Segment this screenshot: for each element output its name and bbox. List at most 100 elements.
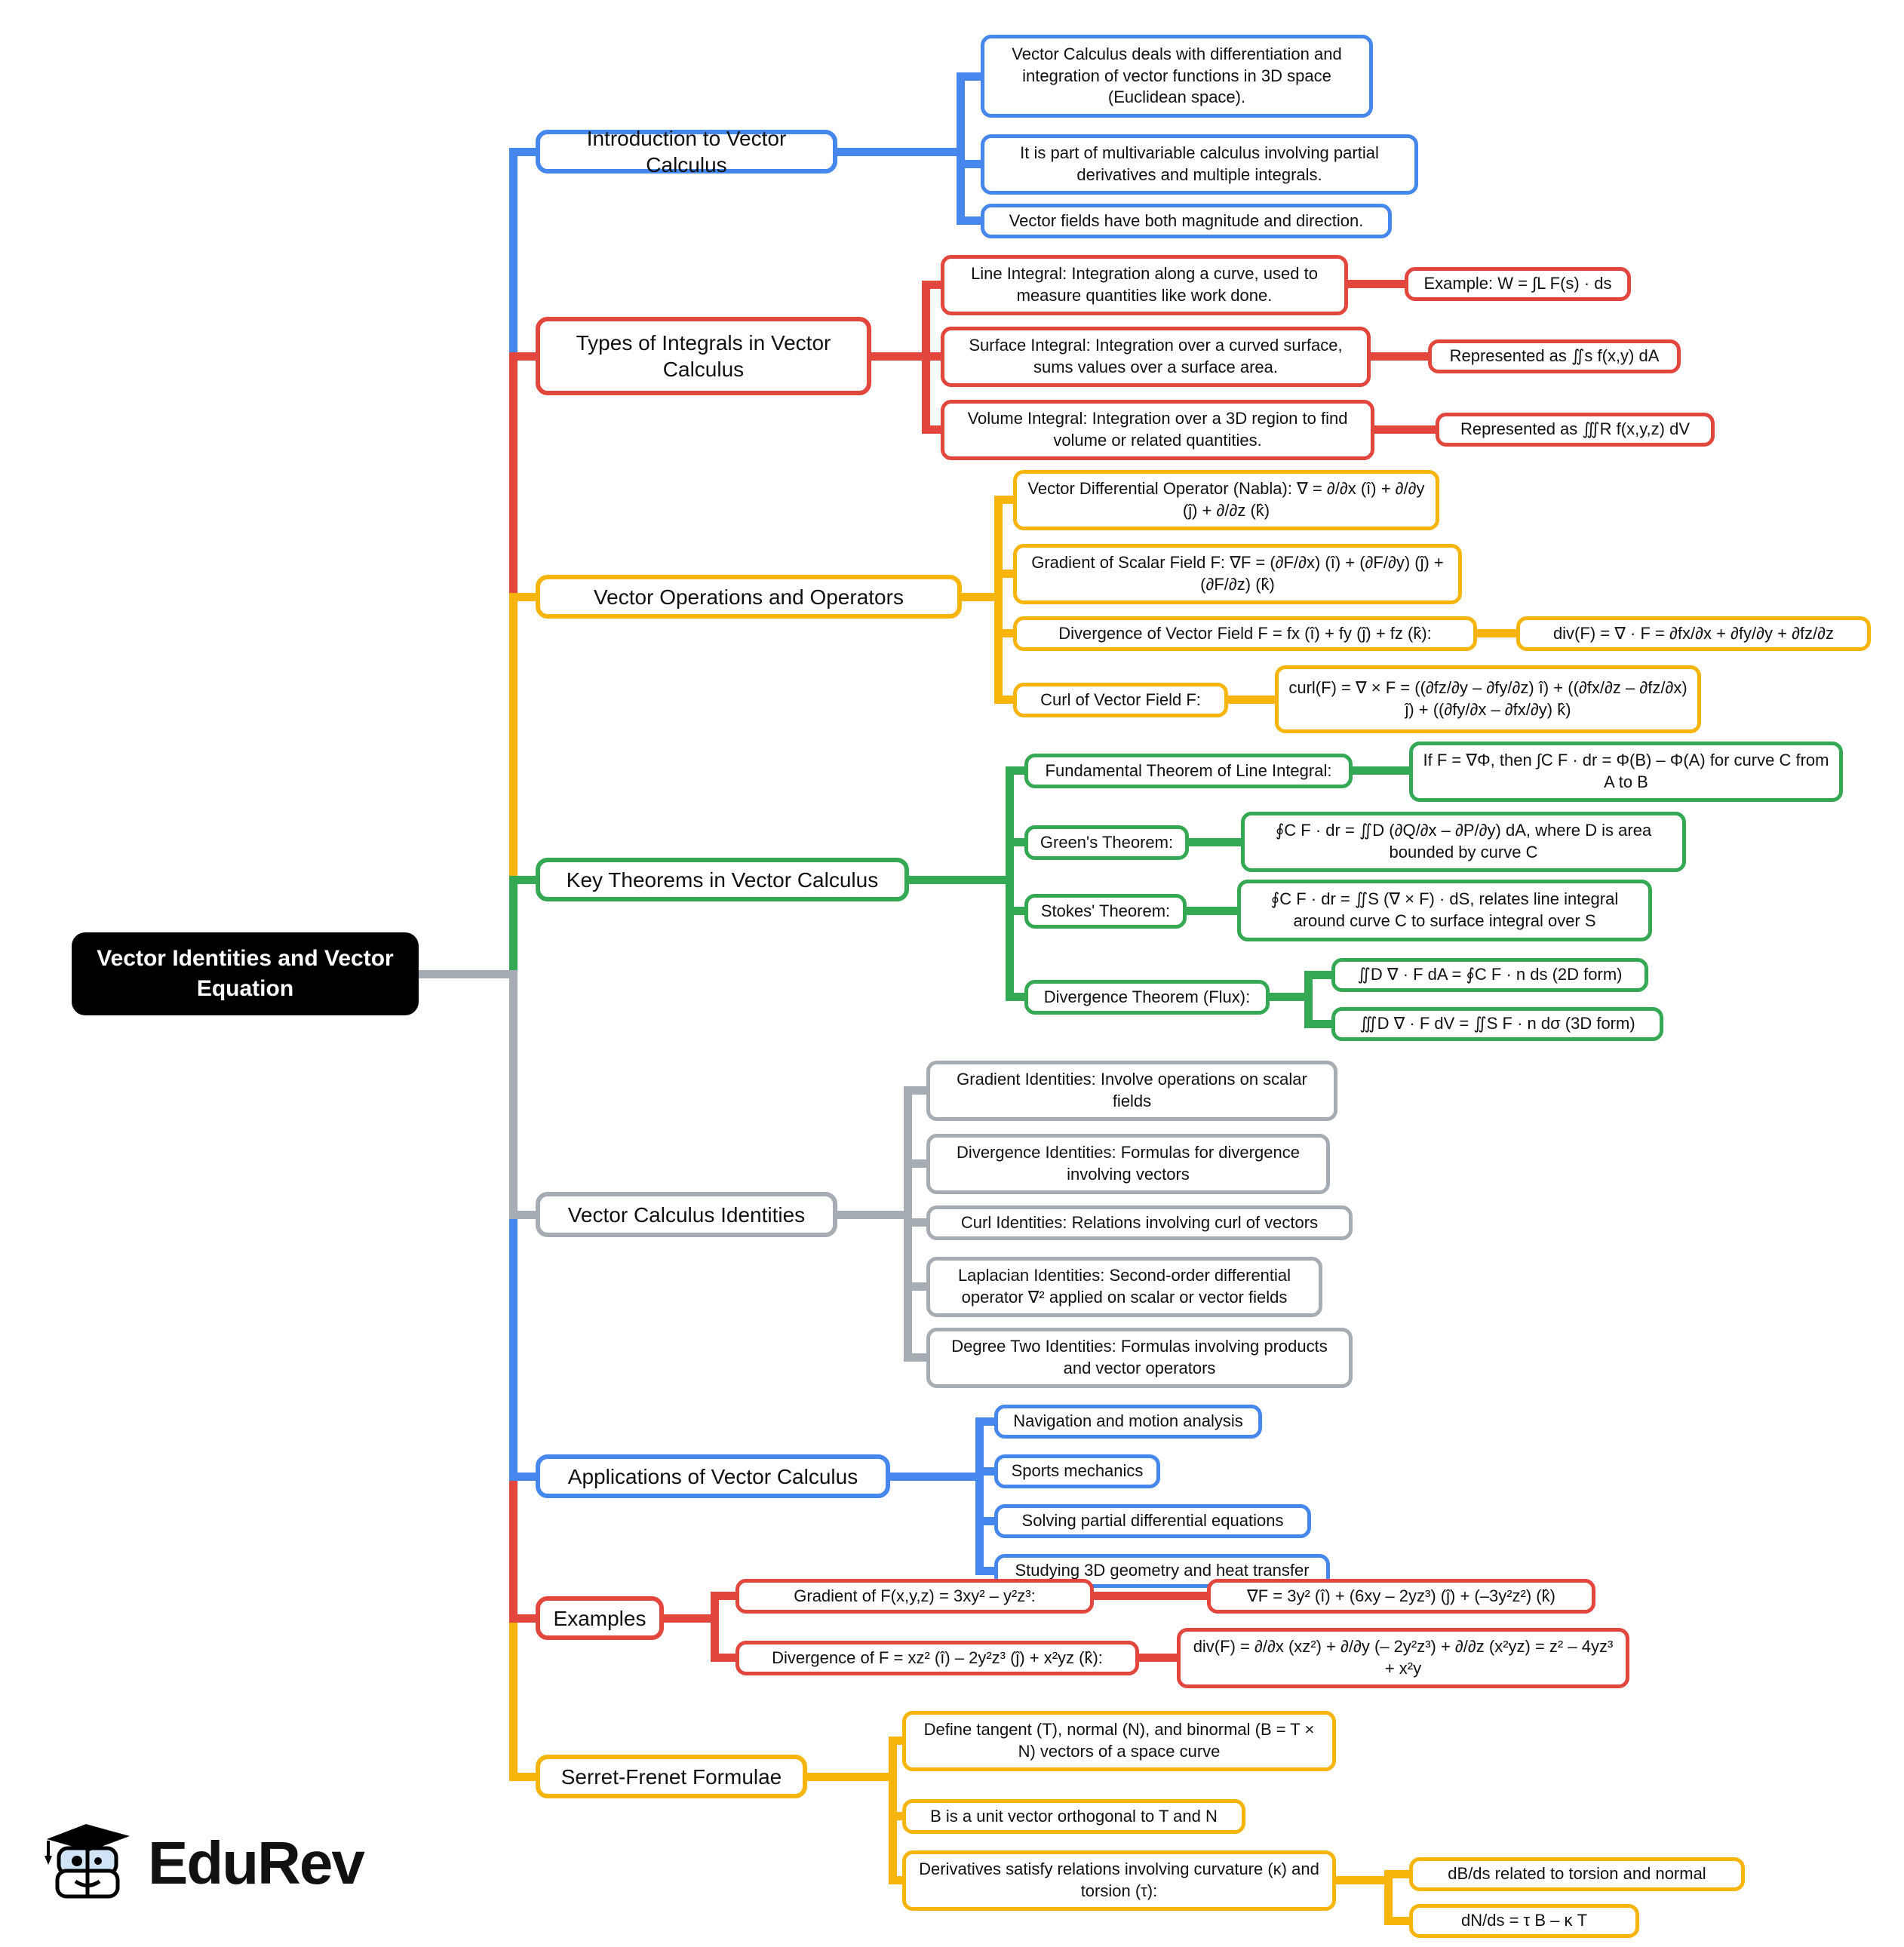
- connector-line: [1010, 907, 1028, 915]
- connector-line: [509, 1614, 517, 1781]
- connector-line: [664, 1614, 719, 1623]
- theorems-sub-divergence-3d: ∭D ∇ · F dV = ∬S F · n dσ (3D form): [1331, 1007, 1663, 1041]
- connector-line: [715, 1592, 739, 1600]
- connector-line: [980, 1567, 998, 1575]
- serret-child-binormal: B is a unit vector orthogonal to T and N: [902, 1799, 1245, 1834]
- connector-line: [889, 1737, 897, 1884]
- vecops-child-curl: Curl of Vector Field F:: [1013, 683, 1228, 717]
- connector-line: [509, 352, 539, 361]
- connector-line: [965, 72, 984, 81]
- theorems-sub-fundamental-formula: If F = ∇Φ, then ∫C F · dr = Φ(B) – Φ(A) …: [1409, 742, 1843, 802]
- types-child-line-integral: Line Integral: Integration along a curve…: [941, 255, 1348, 315]
- connector-line: [509, 352, 517, 601]
- connector-line: [509, 876, 517, 978]
- serret-sub-dnds: dN/ds = τ B – κ T: [1409, 1904, 1639, 1938]
- connector-line: [893, 1876, 906, 1884]
- connector-line: [509, 1773, 539, 1781]
- applications-child-pde: Solving partial differential equations: [994, 1504, 1311, 1538]
- examples-sub-divergence-result: div(F) = ∂/∂x (xz²) + ∂/∂y (– 2y²z³) + ∂…: [1177, 1628, 1629, 1688]
- connector-line: [904, 1086, 912, 1362]
- connector-line: [908, 1086, 930, 1095]
- types-sub-volume-representation: Represented as ∭R f(x,y,z) dV: [1436, 413, 1715, 447]
- connector-line: [1336, 1876, 1388, 1884]
- connector-line: [962, 593, 1003, 601]
- vecops-child-gradient: Gradient of Scalar Field F: ∇F = (∂F/∂x)…: [1013, 544, 1462, 604]
- connector-line: [1270, 993, 1313, 1001]
- branch-label-vector-operations: Vector Operations and Operators: [536, 575, 962, 619]
- branch-label-applications: Applications of Vector Calculus: [536, 1454, 890, 1498]
- connector-line: [926, 352, 944, 361]
- identities-child-curl: Curl Identities: Relations involving cur…: [926, 1205, 1353, 1240]
- connector-line: [908, 1218, 930, 1227]
- branch-label-identities: Vector Calculus Identities: [536, 1192, 837, 1237]
- connector-line: [1187, 907, 1237, 915]
- connector-line: [893, 1737, 906, 1745]
- serret-child-tnb: Define tangent (T), normal (N), and bino…: [902, 1711, 1336, 1771]
- vecops-sub-div-formula: div(F) = ∇ · F = ∂fx/∂x + ∂fy/∂y + ∂fz/∂…: [1516, 616, 1871, 651]
- connector-line: [509, 1473, 539, 1481]
- theorems-child-greens: Green's Theorem:: [1024, 825, 1189, 860]
- connector-line: [1348, 280, 1405, 288]
- connector-line: [908, 1159, 930, 1168]
- vecops-child-nabla: Vector Differential Operator (Nabla): ∇ …: [1013, 470, 1439, 530]
- connector-line: [1388, 1917, 1409, 1925]
- connector-line: [1139, 1654, 1177, 1662]
- connector-line: [509, 1211, 539, 1219]
- connector-line: [1010, 993, 1028, 1001]
- theorems-child-divergence-flux: Divergence Theorem (Flux):: [1024, 980, 1270, 1015]
- connector-line: [837, 1211, 912, 1219]
- branch-label-types-of-integrals: Types of Integrals in Vector Calculus: [536, 317, 871, 395]
- connector-line: [1374, 425, 1436, 434]
- connector-line: [1308, 1020, 1331, 1028]
- connector-line: [965, 160, 984, 168]
- connector-line: [908, 1353, 930, 1362]
- connector-line: [509, 1473, 517, 1623]
- applications-child-navigation: Navigation and motion analysis: [994, 1405, 1262, 1439]
- examples-child-gradient: Gradient of F(x,y,z) = 3xy² – y²z³:: [735, 1579, 1094, 1614]
- connector-line: [975, 1417, 984, 1575]
- connector-line: [1304, 971, 1313, 1028]
- intro-child-definition: Vector Calculus deals with differentiati…: [981, 35, 1373, 118]
- serret-sub-dbds: dB/ds related to torsion and normal: [1409, 1857, 1745, 1891]
- connector-line: [509, 970, 517, 1219]
- connector-line: [509, 593, 517, 884]
- connector-line: [509, 593, 539, 601]
- connector-line: [509, 1211, 517, 1481]
- connector-line: [999, 496, 1017, 504]
- connector-line: [509, 148, 539, 156]
- vecops-sub-curl-formula: curl(F) = ∇ × F = ((∂fz/∂y – ∂fy/∂z) î) …: [1275, 665, 1701, 733]
- connector-line: [807, 1773, 897, 1781]
- connector-line: [994, 496, 1003, 704]
- theorems-child-fundamental: Fundamental Theorem of Line Integral:: [1024, 754, 1353, 788]
- connector-line: [400, 970, 513, 978]
- connector-line: [1371, 352, 1428, 361]
- branch-label-serret-frenet: Serret-Frenet Formulae: [536, 1755, 807, 1798]
- connector-line: [711, 1592, 719, 1662]
- intro-child-multivariable: It is part of multivariable calculus inv…: [981, 134, 1418, 195]
- edurev-logo: EduRev: [38, 1816, 365, 1909]
- connector-line: [1228, 696, 1275, 704]
- connector-line: [999, 570, 1017, 578]
- connector-line: [909, 876, 1014, 884]
- connector-line: [980, 1517, 998, 1525]
- connector-line: [893, 1812, 906, 1820]
- connector-line: [715, 1654, 739, 1662]
- identities-child-degree-two: Degree Two Identities: Formulas involvin…: [926, 1328, 1353, 1388]
- branch-label-examples: Examples: [536, 1596, 664, 1640]
- connector-line: [509, 1614, 539, 1623]
- applications-child-sports: Sports mechanics: [994, 1454, 1160, 1488]
- connector-line: [1388, 1870, 1409, 1878]
- connector-line: [908, 1282, 930, 1291]
- vecops-child-divergence: Divergence of Vector Field F = fx (î) + …: [1013, 616, 1477, 651]
- connector-line: [926, 281, 944, 289]
- theorems-child-stokes: Stokes' Theorem:: [1024, 894, 1187, 929]
- examples-sub-gradient-result: ∇F = 3y² (î) + (6xy – 2yz³) (ĵ) + (–3y²z…: [1207, 1579, 1595, 1614]
- connector-line: [1189, 838, 1241, 846]
- connector-line: [999, 696, 1017, 704]
- connector-line: [922, 281, 930, 434]
- connector-line: [980, 1467, 998, 1476]
- edurev-logo-text: EduRev: [148, 1829, 365, 1896]
- identities-child-gradient: Gradient Identities: Involve operations …: [926, 1061, 1337, 1121]
- branch-label-key-theorems: Key Theorems in Vector Calculus: [536, 858, 909, 901]
